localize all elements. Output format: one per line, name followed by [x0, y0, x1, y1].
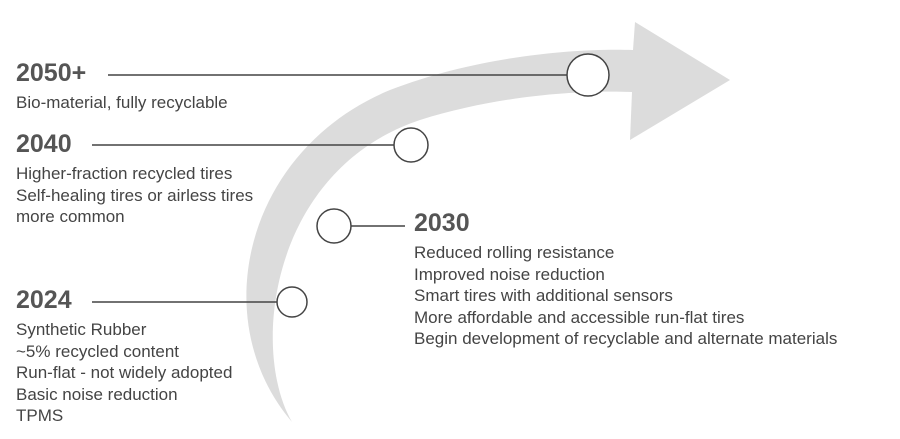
- milestone-detail: More affordable and accessible run-flat …: [414, 307, 745, 327]
- milestone-detail: Synthetic Rubber: [16, 320, 147, 339]
- milestone-year: 2040: [16, 130, 72, 158]
- milestone-details: Bio-material, fully recyclable: [16, 92, 228, 114]
- milestone-detail: Higher-fraction recycled tires: [16, 164, 233, 183]
- milestone-detail: more common: [16, 207, 125, 227]
- milestone-detail: Run-flat - not widely adopted: [16, 363, 233, 383]
- milestone-2040: 2040 Higher-fraction recycled tires Self…: [16, 129, 253, 228]
- milestone-2024: 2024 Synthetic Rubber ~5% recycled conte…: [16, 285, 232, 427]
- milestone-details: Higher-fraction recycled tires Self-heal…: [16, 163, 253, 228]
- milestone-detail: ~5% recycled content: [16, 341, 180, 361]
- milestone-detail: TPMS: [16, 406, 64, 426]
- curved-arrow: [246, 22, 730, 422]
- milestone-detail: Smart tires with additional sensors: [414, 286, 673, 306]
- milestone-detail: Self-healing tires or airless tires: [16, 185, 254, 205]
- milestone-year: 2050+: [16, 59, 87, 87]
- milestone-details: Reduced rolling resistance Improved nois…: [414, 242, 837, 350]
- milestone-2030: 2030 Reduced rolling resistance Improved…: [414, 208, 837, 350]
- milestone-detail: Bio-material, fully recyclable: [16, 93, 228, 112]
- milestone-year: 2030: [414, 209, 470, 237]
- milestone-detail: Improved noise reduction: [414, 264, 605, 284]
- milestone-detail: Basic noise reduction: [16, 384, 178, 404]
- node-2050: [566, 53, 610, 97]
- milestone-details: Synthetic Rubber ~5% recycled content Ru…: [16, 319, 232, 427]
- milestone-2050: 2050+ Bio-material, fully recyclable: [16, 58, 228, 114]
- node-2024: [276, 286, 308, 318]
- node-2040: [393, 127, 429, 163]
- milestone-detail: Reduced rolling resistance: [414, 243, 615, 262]
- milestone-detail: Begin development of recyclable and alte…: [414, 329, 838, 349]
- node-2030: [316, 208, 352, 244]
- milestone-year: 2024: [16, 286, 72, 314]
